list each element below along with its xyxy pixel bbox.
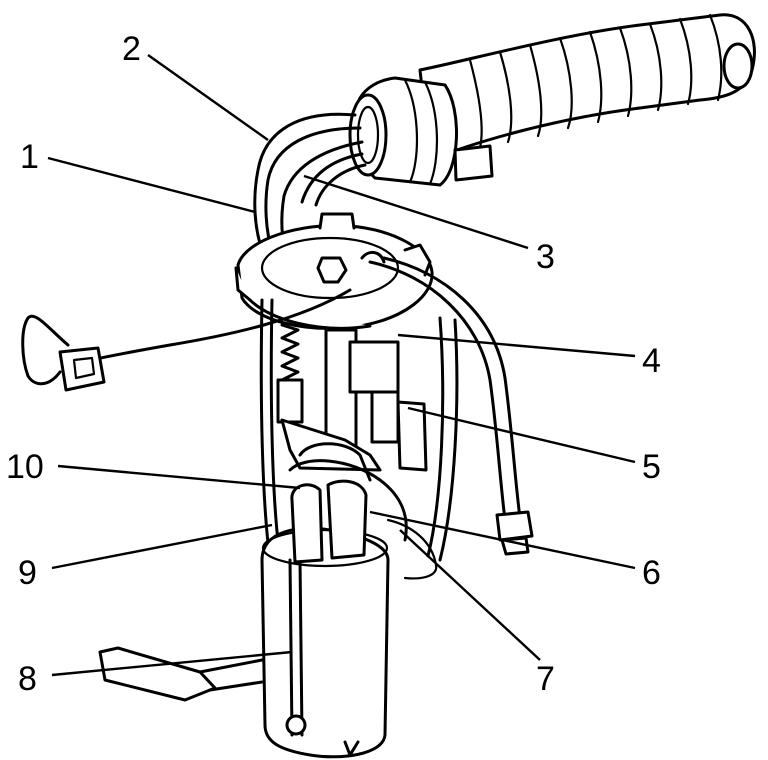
callout-3: 3 [536,238,555,276]
leader-6 [369,510,636,570]
callout-1: 1 [20,138,39,176]
callout-8: 8 [18,660,37,698]
callout-labels: 1 2 3 4 5 6 7 8 9 10 [6,30,661,698]
harness-connector [348,76,494,187]
leader-lines [47,54,636,677]
leader-4 [397,333,636,358]
leader-7 [399,529,541,661]
pigtail-connector [21,288,352,392]
fuel-level-float [98,646,264,702]
callout-10: 10 [6,448,44,486]
callout-5: 5 [642,448,661,486]
callout-6: 6 [642,554,661,592]
leader-5 [407,406,636,464]
module-internals [259,298,459,562]
leader-8 [51,650,293,677]
leader-9 [51,523,273,570]
leader-10 [57,464,301,490]
leader-2 [147,54,269,141]
wire-harness [253,112,367,254]
callout-2: 2 [122,30,141,68]
reservoir [260,442,438,759]
corrugated-hose [418,13,756,162]
fuel-return-line [368,256,534,556]
leader-3 [303,174,529,250]
module-flange [234,212,434,330]
callout-9: 9 [18,554,37,592]
leader-1 [47,156,256,214]
callout-7: 7 [536,660,555,698]
callout-4: 4 [642,342,661,380]
